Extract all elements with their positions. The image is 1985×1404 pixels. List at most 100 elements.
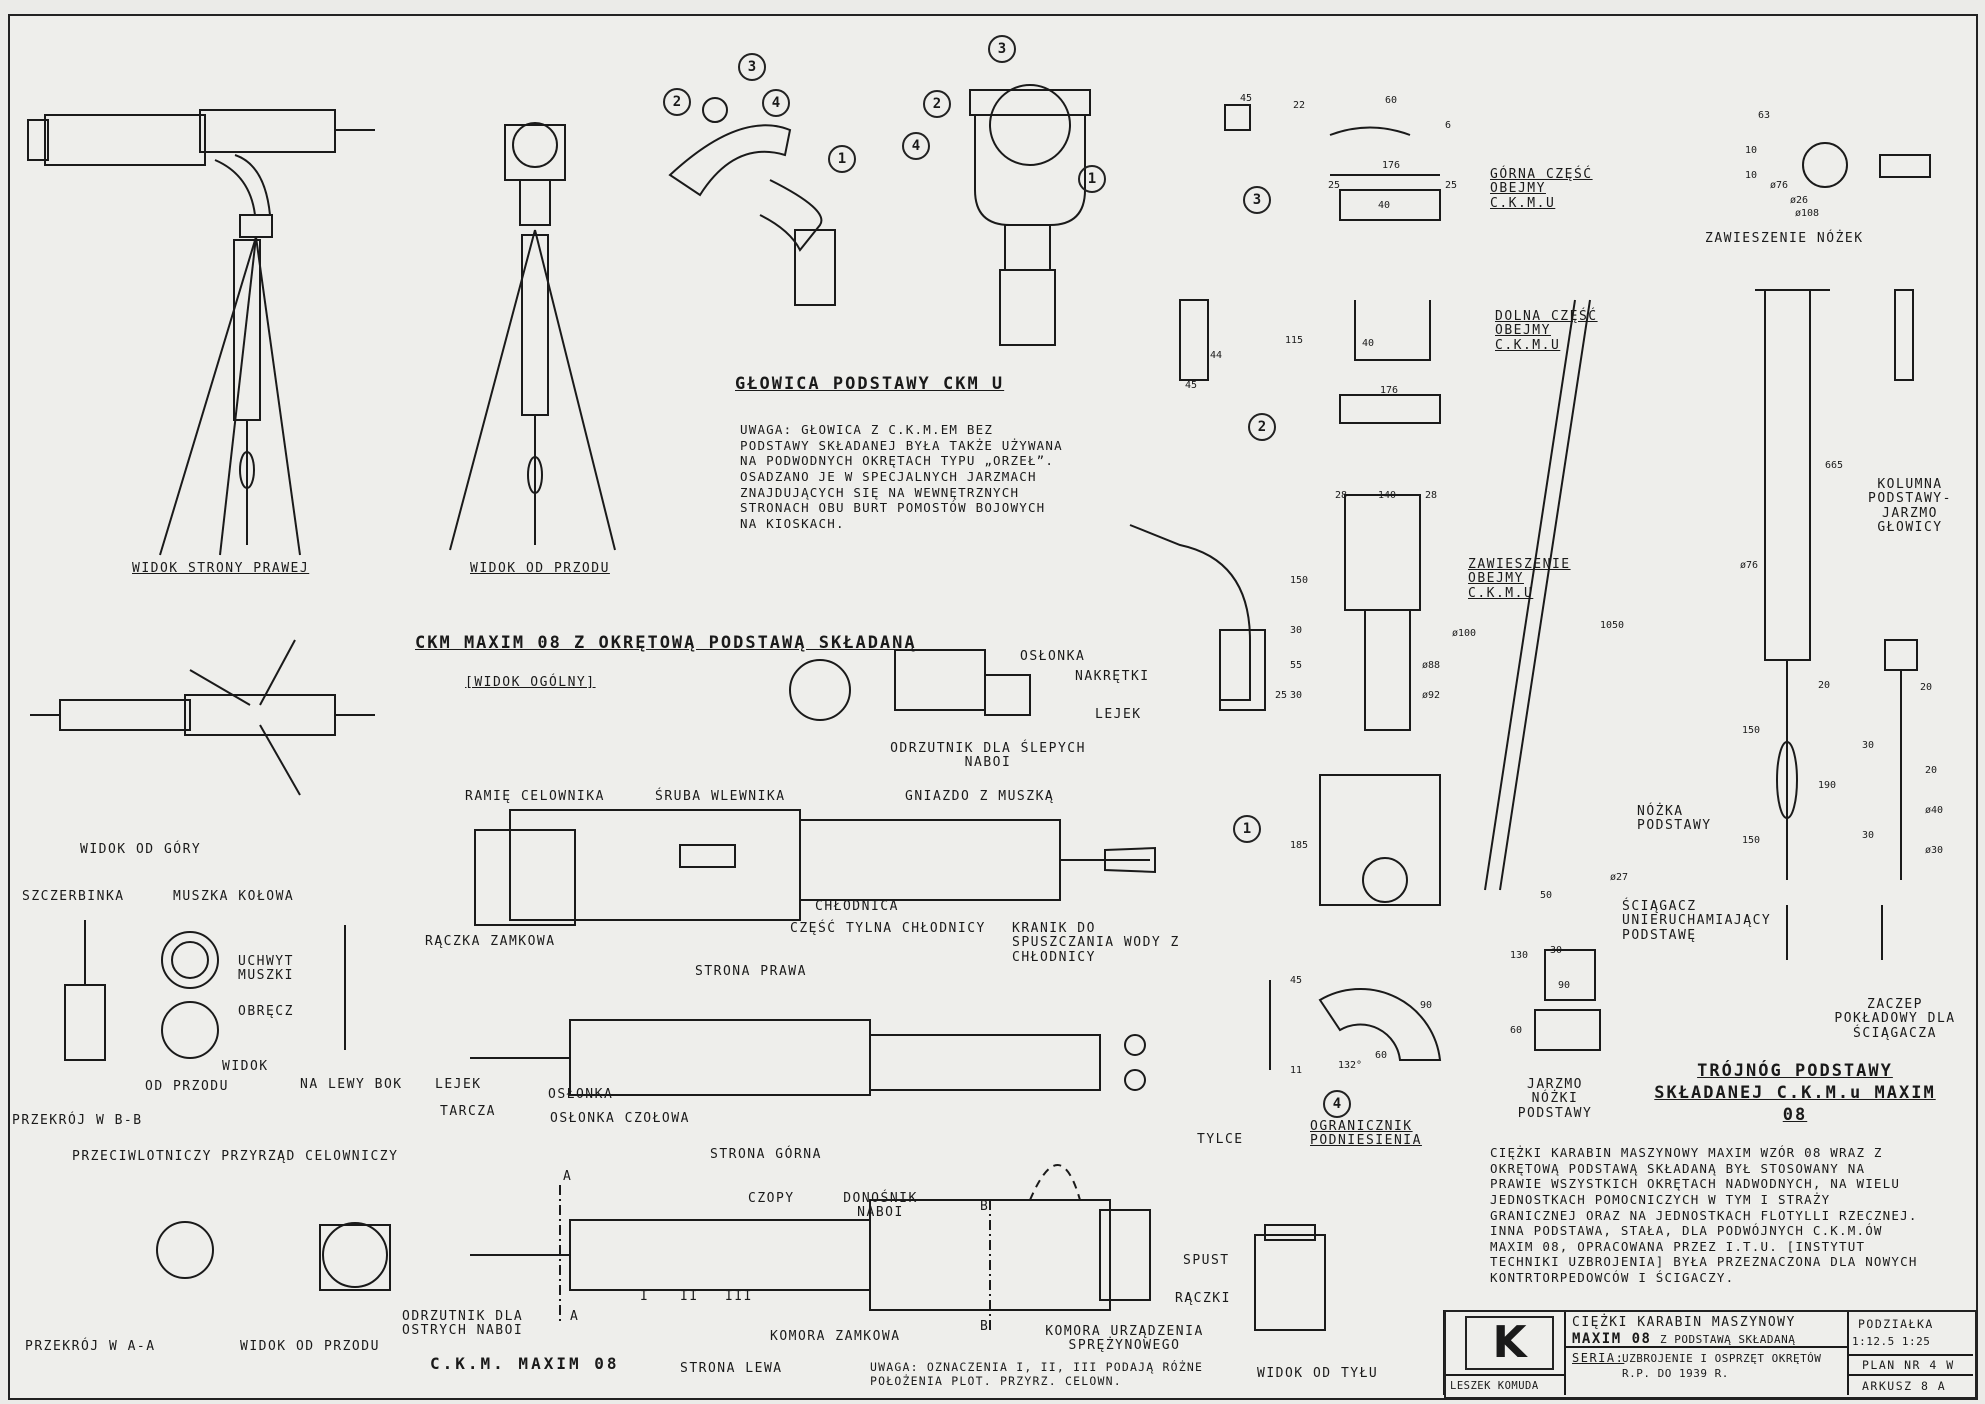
title-seria-label: SERIA: xyxy=(1572,1351,1625,1365)
dim: 60 xyxy=(1510,1025,1523,1036)
label-na-lewy-bok: NA LEWY BOK xyxy=(300,1077,403,1092)
dim: 140 xyxy=(1378,490,1397,501)
section-mark-a-bottom: A xyxy=(570,1309,580,1324)
dim: 10 xyxy=(1745,170,1758,181)
dim: ø92 xyxy=(1422,690,1441,701)
dim: 60 xyxy=(1385,95,1398,106)
label-kolumna: KOLUMNA PODSTAWY-JARZMO GŁOWICY xyxy=(1868,477,1952,535)
dim: 132° xyxy=(1338,1060,1363,1071)
callout-3b: 3 xyxy=(988,35,1016,63)
section-mark-b-bottom: B xyxy=(980,1319,990,1334)
dim: 45 xyxy=(1185,380,1198,391)
dim: ø27 xyxy=(1610,872,1629,883)
title-plan: PLAN Nr 4 W xyxy=(1862,1358,1955,1372)
label-tylce: TYLCE xyxy=(1197,1132,1244,1147)
logo: K xyxy=(1465,1316,1554,1370)
author: LESZEK KOMUDA xyxy=(1450,1380,1539,1392)
label-przekroj-aa: PRZEKRÓJ W A-A xyxy=(25,1339,156,1354)
dim: 25 xyxy=(1275,690,1288,701)
tripod-parts-drawing xyxy=(1484,142,1931,960)
dim: 45 xyxy=(1240,93,1253,104)
dim: 150 xyxy=(1742,725,1761,736)
roman-III: III xyxy=(725,1289,753,1304)
dim: 30 xyxy=(1862,830,1875,841)
dim: 40 xyxy=(1362,338,1375,349)
label-raczki: RĄCZKI xyxy=(1175,1291,1231,1306)
label-przeciwlotniczy: PRZECIWLOTNICZY PRZYRZĄD CELOWNICZY xyxy=(72,1149,399,1164)
label-uchwyt-muszki: UCHWYT MUSZKI xyxy=(238,954,294,984)
title-arkusz: ARKUSZ 8 A xyxy=(1862,1379,1947,1393)
callout-3: 3 xyxy=(738,53,766,81)
dim: ø76 xyxy=(1740,560,1759,571)
dim: 6 xyxy=(1445,120,1452,131)
dim: 115 xyxy=(1285,335,1304,346)
label-oslonka-czolowa: OSŁONKA CZOŁOWA xyxy=(550,1111,690,1126)
label-strona-prawa: STRONA PRAWA xyxy=(695,964,807,979)
rear-view-drawing xyxy=(1254,1224,1326,1331)
callout-part-3: 3 xyxy=(1243,186,1271,214)
dim: 30 xyxy=(1862,740,1875,751)
label-widok-od-gory: WIDOK OD GÓRY xyxy=(80,842,202,857)
dim: 40 xyxy=(1378,200,1391,211)
dim: 185 xyxy=(1290,840,1309,851)
dim: 190 xyxy=(1818,780,1837,791)
label-odrzutnik-slepych: ODRZUTNIK DLA ŚLEPYCH NABOI xyxy=(890,741,1086,771)
label-widok-strony-prawej: WIDOK STRONY PRAWEJ xyxy=(132,561,310,576)
label-zaczep: ZACZEP POKŁADOWY DLA ŚCIĄGACZA xyxy=(1834,997,1956,1041)
dim: ø26 xyxy=(1790,195,1809,206)
right-side-view-drawing xyxy=(27,109,375,556)
dim: 63 xyxy=(1758,110,1771,121)
label-widok-od-przodu-2: WIDOK OD PRZODU xyxy=(240,1339,380,1354)
callout-part-1: 1 xyxy=(1233,815,1261,843)
callout-1b: 1 xyxy=(1078,165,1106,193)
dim: 22 xyxy=(1293,100,1306,111)
label-komora-zamkowa: KOMORA ZAMKOWA xyxy=(770,1329,901,1344)
label-oslonka-2: OSŁONKA xyxy=(548,1087,614,1102)
dim: 1050 xyxy=(1600,620,1625,631)
label-raczka-zamkowa: RĄCZKA ZAMKOWA xyxy=(425,934,556,949)
dim: 30 xyxy=(1290,625,1303,636)
sight-and-section-drawings xyxy=(64,920,391,1291)
dim: 25 xyxy=(1328,180,1341,191)
dim: 20 xyxy=(1925,765,1938,776)
label-strona-gorna: STRONA GÓRNA xyxy=(710,1147,822,1162)
title-name-line1: CIĘŻKI KARABIN MASZYNOWY xyxy=(1572,1315,1796,1330)
label-zawieszenie-nozek: ZAWIESZENIE NÓŻEK xyxy=(1705,231,1864,246)
dim: 176 xyxy=(1380,385,1399,396)
ckm-main-title: CKM MAXIM 08 Z OKRĘTOWĄ PODSTAWĄ SKŁADAN… xyxy=(415,633,917,653)
label-widok-od-przodu: WIDOK OD PRZODU xyxy=(470,561,610,576)
label-odrzutnik-ostrych: ODRZUTNIK DLA OSTRYCH NABOI xyxy=(402,1309,524,1339)
dim: ø88 xyxy=(1422,660,1441,671)
label-strona-lewa: STRONA LEWA xyxy=(680,1361,783,1376)
label-sciagacz: ŚCIĄGACZ UNIERUCHAMIAJĄCY PODSTAWĘ xyxy=(1622,899,1772,943)
callout-part-4: 4 xyxy=(1323,1090,1351,1118)
dim: 20 xyxy=(1920,682,1933,693)
label-lejek-1: LEJEK xyxy=(1095,707,1142,722)
title-name-line2b: Z PODSTAWĄ SKŁADANĄ xyxy=(1660,1333,1796,1346)
glowica-title: GŁOWICA PODSTAWY CKM u xyxy=(735,374,1005,394)
label-czesc-tylna: CZĘŚĆ TYLNA CHŁODNICY xyxy=(790,921,986,936)
label-gorna-czesc: GÓRNA CZĘŚĆ OBEJMY C.K.M.u xyxy=(1490,167,1593,211)
section-mark-a-top: A xyxy=(563,1169,573,1184)
blank-adapter-drawing xyxy=(789,649,1031,721)
dim: ø76 xyxy=(1770,180,1789,191)
label-ramie-celownika: RAMIĘ CELOWNIKA xyxy=(465,789,605,804)
label-tarcza: TARCZA xyxy=(440,1104,496,1119)
clamp-suspension-drawing xyxy=(1129,494,1441,906)
glowica-drawing xyxy=(668,84,1091,346)
gun-left-side-drawing xyxy=(470,1164,1151,1330)
dim: 90 xyxy=(1420,1000,1433,1011)
dim: 25 xyxy=(1445,180,1458,191)
drawing-sheet xyxy=(8,14,1978,1400)
dim: 50 xyxy=(1540,890,1553,901)
dim: ø100 xyxy=(1452,628,1477,639)
dim: 45 xyxy=(1290,975,1303,986)
label-nozka: NÓŻKA PODSTAWY xyxy=(1637,804,1712,834)
label-sruba-wlewnika: ŚRUBA WLEWNIKA xyxy=(655,789,786,804)
label-dolna-czesc: DOLNA CZĘŚĆ OBEJMY C.K.M.u xyxy=(1495,309,1598,353)
label-od-przodu: OD PRZODU xyxy=(145,1079,229,1094)
clamp-parts-drawing xyxy=(1179,104,1441,424)
dim: 150 xyxy=(1742,835,1761,846)
label-ogranicznik: OGRANICZNIK PODNIESIENIA xyxy=(1310,1119,1422,1149)
section-mark-b-top: B xyxy=(980,1199,990,1214)
